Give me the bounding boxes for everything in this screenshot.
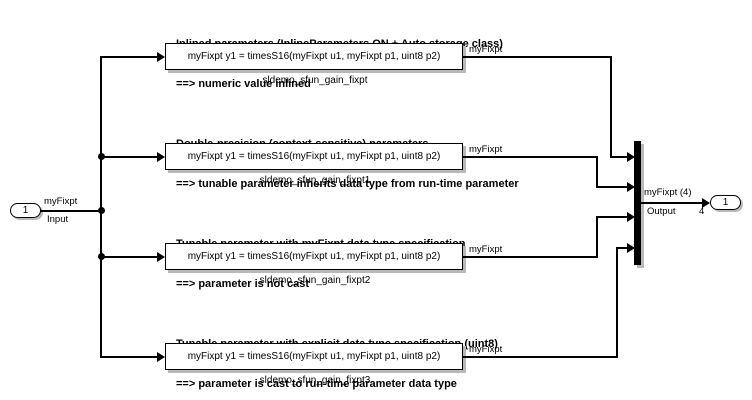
wire-block-1-out-horizontal[interactable] — [463, 56, 612, 58]
sfunction-block-4-name: sldemo_sfun_gain_fixpt3 — [259, 375, 371, 386]
wire-block-3-out-horizontal[interactable] — [463, 256, 598, 258]
arrowhead-into-block-2-icon — [157, 152, 165, 162]
signal-label-block-3-out: myFixpt — [469, 244, 503, 255]
outport-number: 1 — [722, 197, 729, 208]
arrowhead-into-block-1-icon — [157, 52, 165, 62]
wire-branch-to-block-2[interactable] — [100, 156, 158, 158]
sfunction-block-3-name: sldemo_sfun_gain_fixpt2 — [259, 275, 371, 286]
annotation-4-line-2: ==> parameter is cast to run-time parame… — [176, 378, 457, 391]
annotation-1-line-2: ==> numeric value inlined — [176, 78, 311, 91]
wire-branch-to-block-3[interactable] — [100, 256, 158, 258]
sfunction-block-4-text: myFixpt y1 = timesS16(myFixpt u1, myFixp… — [187, 351, 441, 362]
junction-dot-input — [98, 207, 105, 214]
wire-block-4-into-mux[interactable] — [616, 247, 628, 249]
mux-block[interactable] — [634, 141, 641, 265]
wire-block-1-into-mux[interactable] — [610, 156, 628, 158]
sfunction-block-2-name: sldemo_sfun_gain_fixpt1 — [259, 175, 371, 186]
group-double-precision-parameters: Double-precision (context-sensitive) par… — [0, 100, 752, 200]
wire-block-4-out-vertical[interactable] — [616, 247, 618, 358]
wire-block-1-out-vertical[interactable] — [610, 56, 612, 158]
arrowhead-mux-input-4-icon — [627, 243, 635, 253]
wire-block-4-out-horizontal[interactable] — [463, 356, 618, 358]
wire-branch-to-block-1[interactable] — [100, 56, 158, 58]
sfunction-block-2[interactable]: myFixpt y1 = timesS16(myFixpt u1, myFixp… — [165, 143, 463, 170]
annotation-3-line-2: ==> parameter is not cast — [176, 278, 309, 291]
wire-mux-output[interactable] — [641, 202, 704, 204]
input-port-label: Input — [47, 214, 69, 225]
input-signal-label: myFixpt — [44, 196, 78, 207]
arrowhead-mux-input-2-icon — [627, 182, 635, 192]
sfunction-block-1[interactable]: myFixpt y1 = timesS16(myFixpt u1, myFixp… — [165, 43, 463, 70]
arrowhead-into-block-3-icon — [157, 252, 165, 262]
sfunction-block-3-text: myFixpt y1 = timesS16(myFixpt u1, myFixp… — [187, 251, 441, 262]
signal-label-block-4-out: myFixpt — [469, 344, 503, 355]
sfunction-block-1-name: sldemo_sfun_gain_fixpt — [262, 75, 368, 86]
wire-block-2-out-vertical[interactable] — [596, 156, 598, 188]
group-inlined-parameters: Inlined parameters (InlineParameters ON … — [0, 0, 752, 100]
arrowhead-into-block-4-icon — [157, 352, 165, 362]
wire-block-3-out-vertical[interactable] — [596, 216, 598, 258]
sfunction-block-3[interactable]: myFixpt y1 = timesS16(myFixpt u1, myFixp… — [165, 243, 463, 270]
wire-block-2-into-mux[interactable] — [596, 186, 628, 188]
wire-branch-to-block-4[interactable] — [100, 356, 158, 358]
signal-label-block-1-out: myFixpt — [469, 44, 503, 55]
group-tunable-explicit-parameters: Tunable parameter with explicit data typ… — [0, 300, 752, 400]
arrowhead-mux-input-3-icon — [627, 212, 635, 222]
arrowhead-into-outport-icon — [702, 198, 710, 208]
inport-number: 1 — [22, 205, 29, 216]
group-tunable-myfixpt-parameters: Tunable parameter with myFixpt data type… — [0, 200, 752, 300]
output-port-label: Output — [647, 206, 676, 217]
sfunction-block-2-text: myFixpt y1 = timesS16(myFixpt u1, myFixp… — [187, 151, 441, 162]
sfunction-block-4[interactable]: myFixpt y1 = timesS16(myFixpt u1, myFixp… — [165, 343, 463, 370]
sfunction-block-1-text: myFixpt y1 = timesS16(myFixpt u1, myFixp… — [187, 51, 441, 62]
output-signal-label: myFixpt (4) — [644, 187, 692, 198]
wire-input-feed[interactable] — [40, 210, 101, 212]
signal-width-label: 4 — [699, 206, 705, 217]
signal-label-block-2-out: myFixpt — [469, 144, 503, 155]
arrowhead-mux-input-1-icon — [627, 152, 635, 162]
wire-block-3-into-mux[interactable] — [596, 216, 628, 218]
wire-block-2-out-horizontal[interactable] — [463, 156, 598, 158]
annotation-2-line-2: ==> tunable parameter inherits data type… — [176, 178, 519, 191]
outport-block[interactable]: 1 — [710, 195, 741, 210]
